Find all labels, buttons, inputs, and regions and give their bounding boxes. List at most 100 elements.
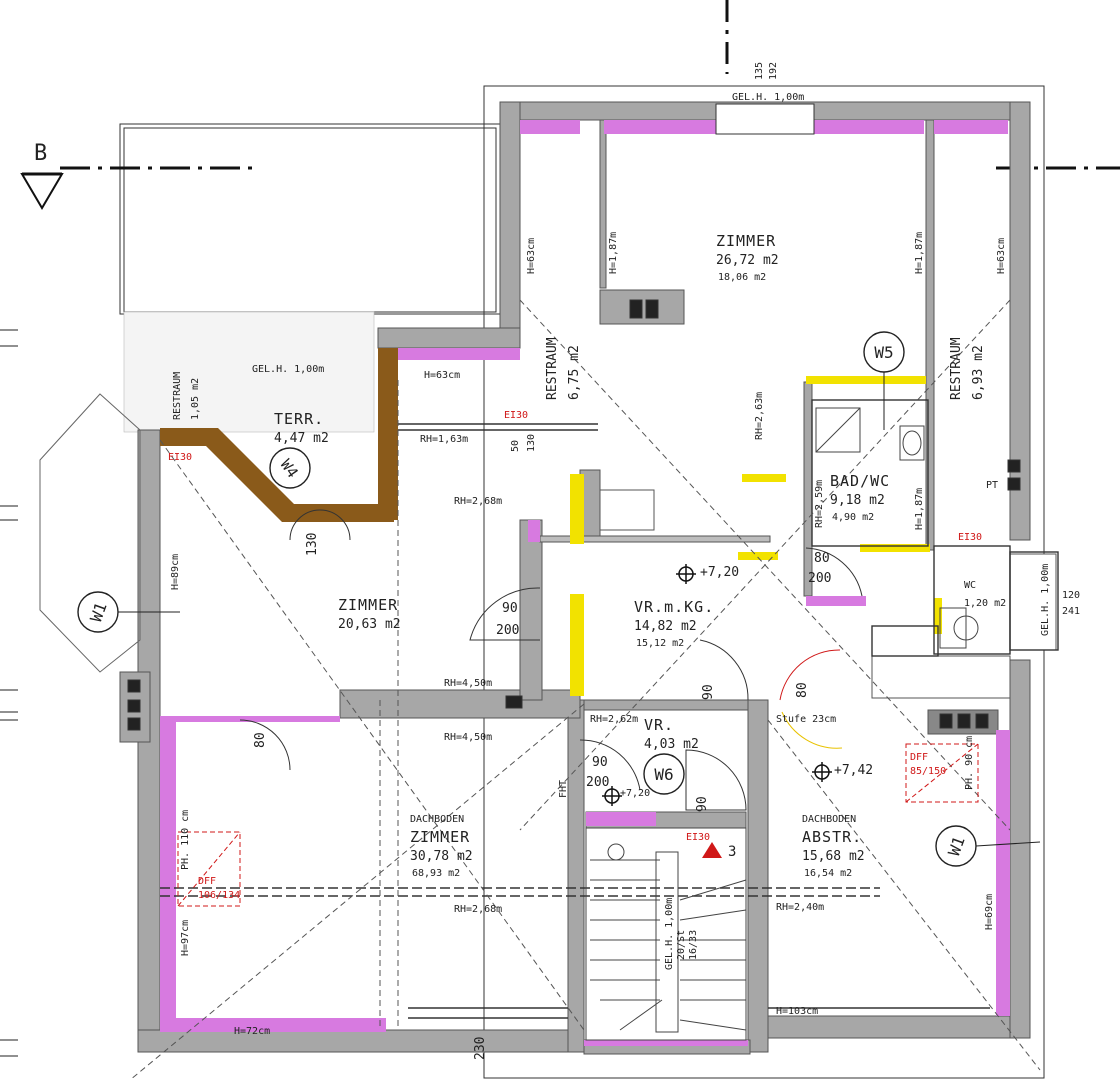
door-230: 230 [473, 1037, 488, 1060]
room-wc-name: WC [964, 580, 976, 591]
height-rh450a: RH=4,50m [444, 678, 492, 689]
dff-a-ph: PH. 110 cm [180, 810, 191, 870]
door-50: 50 [510, 440, 521, 452]
room-bad-area: 9,18 m2 [830, 493, 885, 508]
room-restraum-b-area: 6,93 m2 [971, 345, 986, 400]
openings [127, 103, 1021, 731]
room-vr-kg-name: VR.m.KG. [634, 598, 714, 616]
height-h103: H=103cm [776, 1006, 818, 1017]
room-dachboden-abstr-name: ABSTR. [802, 828, 862, 846]
fire-c: EI30 [958, 532, 982, 543]
door-200-a: 200 [496, 623, 519, 638]
door-90-d: 90 [695, 796, 710, 812]
room-zimmer-left-name: ZIMMER [338, 596, 398, 614]
gel-terr: GEL.H. 1,00m [252, 364, 324, 375]
height-rh259: RH=2,59m [814, 480, 825, 528]
room-restraum-c-name: RESTRAUM [172, 372, 183, 420]
room-zimmer-left-area: 20,63 m2 [338, 617, 401, 632]
door-80-a: 80 [814, 551, 830, 566]
level-742: +7,42 [834, 763, 873, 778]
dff-boxes [177, 743, 979, 907]
height-rh263: RH=2,63m [754, 392, 765, 440]
door-241: 241 [1062, 606, 1080, 617]
height-stufe: Stufe 23cm [776, 714, 836, 725]
room-bad-area2: 4,90 m2 [832, 512, 874, 523]
height-h69: H=69cm [984, 894, 995, 930]
yellow-elements [570, 376, 942, 696]
room-dachboden-zimmer-area2: 68,93 m2 [412, 868, 460, 879]
section-label: B [34, 141, 47, 166]
height-rh268a: RH=2,68m [454, 496, 502, 507]
height-h63a: H=63cm [526, 238, 537, 274]
room-zimmer-top-name: ZIMMER [716, 232, 776, 250]
room-restraum-b-name: RESTRAUM [949, 337, 964, 400]
room-terrace-name: TERR. [274, 410, 324, 428]
window-tag-leaders [118, 372, 1041, 847]
door-130b: 130 [305, 533, 320, 556]
height-h89: H=89cm [170, 554, 181, 590]
room-dachboden-zimmer-area: 30,78 m2 [410, 849, 473, 864]
stair-steps: 20/St [676, 930, 687, 960]
dff-b-label: DFF [910, 752, 928, 763]
door-90-c: 90 [701, 684, 716, 700]
level-markers [602, 564, 832, 806]
room-zimmer-top-area2: 18,06 m2 [718, 272, 766, 283]
room-zimmer-top-area: 26,72 m2 [716, 253, 779, 268]
height-h63c: H=63cm [424, 370, 460, 381]
height-h72: H=72cm [234, 1026, 270, 1037]
dff-a-label: DFF [198, 876, 216, 887]
door-200-c: 200 [586, 775, 609, 790]
margin-ticks [0, 329, 18, 1057]
door-135: 135 [754, 62, 765, 80]
door-80-c: 80 [795, 682, 810, 698]
room-dachboden-abstr-prefix: DACHBODEN [802, 814, 856, 825]
height-h97: H=97cm [180, 920, 191, 956]
height-h187a: H=1,87m [608, 232, 619, 274]
room-restraum-a-area: 6,75 m2 [567, 345, 582, 400]
room-vr-kg-area: 14,82 m2 [634, 619, 697, 634]
gel-stair: GEL.H. 1,00m [664, 898, 675, 970]
partitions [160, 399, 1059, 1019]
height-rh268b: RH=2,68m [454, 904, 502, 915]
misc-pt: PT [986, 480, 998, 491]
gel-wc: GEL.H. 1,00m [1040, 564, 1051, 636]
bath-fixtures [815, 407, 979, 649]
door-192: 192 [768, 62, 779, 80]
height-rh262: RH=2,62m [590, 714, 638, 725]
dff-b-ph: PH. 90 cm [964, 736, 975, 790]
door-130: 130 [526, 434, 537, 452]
fire-a: EI30 [504, 410, 528, 421]
terrace-hatch [123, 311, 375, 433]
door-swings [239, 509, 863, 811]
room-wc-area: 1,20 m2 [964, 598, 1006, 609]
height-h63b: H=63cm [996, 238, 1007, 274]
dff-b-size: 85/150 [910, 766, 946, 777]
staircase [585, 827, 747, 1041]
height-rh240: RH=2,40m [776, 902, 824, 913]
room-dachboden-zimmer-name: ZIMMER [410, 828, 470, 846]
insulation [160, 120, 1010, 1046]
height-rh163: RH=1,63m [420, 434, 468, 445]
room-vr-name: VR. [644, 716, 674, 734]
gel-top: GEL.H. 1,00m [732, 92, 804, 103]
door-200-b: 200 [808, 571, 831, 586]
door-90-b: 90 [592, 755, 608, 770]
door-90-a: 90 [502, 601, 518, 616]
window-tag-w5: W5 [874, 343, 893, 362]
stair-ratio: 16/33 [688, 930, 699, 960]
fire-d: EI30 [686, 832, 710, 843]
stair-number: 3 [728, 844, 736, 860]
door-120: 120 [1062, 590, 1080, 601]
misc-fht: FHT [558, 780, 569, 798]
height-rh450b: RH=4,50m [444, 732, 492, 743]
height-h187c: H=1,87m [914, 488, 925, 530]
room-bad-name: BAD/WC [830, 472, 890, 490]
room-restraum-a-name: RESTRAUM [545, 337, 560, 400]
skylight-left [39, 393, 141, 673]
door-80-b: 80 [253, 732, 268, 748]
room-terrace-area: 4,47 m2 [274, 431, 329, 446]
dff-a-size: 106/134 [198, 890, 240, 901]
stair-marker-icon [702, 842, 722, 858]
construction-lines [129, 299, 1041, 1080]
